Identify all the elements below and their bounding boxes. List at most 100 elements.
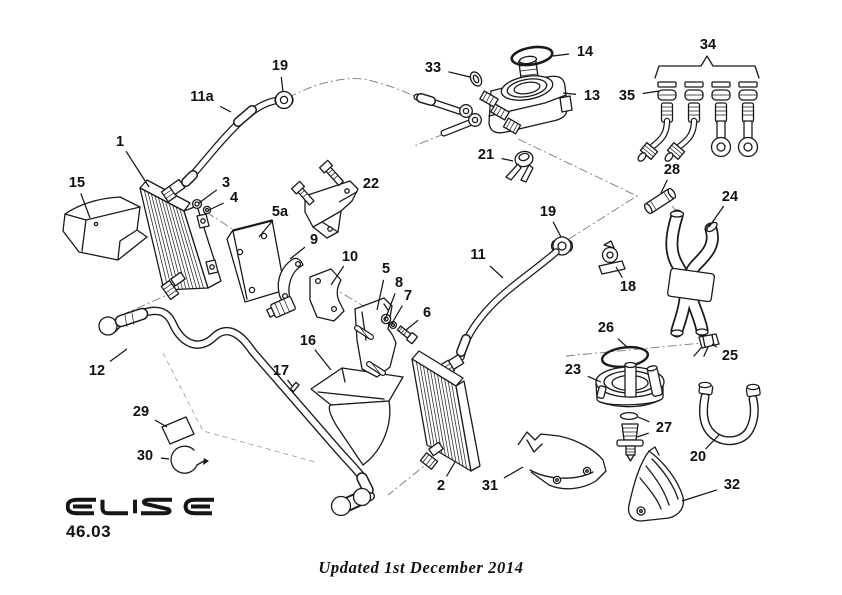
part-28-connector-tube (643, 187, 677, 215)
part-21-clip (505, 150, 534, 183)
elise-logo (66, 497, 214, 516)
part-13-filter-housing (479, 55, 573, 135)
leader-line-8 (384, 293, 396, 321)
callout-label-14: 14 (577, 44, 593, 60)
part-30-clip (170, 445, 209, 474)
leader-line-7 (390, 305, 403, 326)
callout-label-16: 16 (300, 333, 316, 349)
leader-line-5 (376, 279, 385, 311)
part-23-heat-exchanger (595, 361, 665, 408)
callout-label-11a: 11a (190, 89, 214, 105)
callout-label-10: 10 (342, 249, 358, 265)
leader-line-9 (289, 246, 306, 260)
leader-line-1 (125, 150, 150, 188)
leader-line-21 (501, 157, 514, 162)
callout-label-18: 18 (620, 279, 636, 295)
section-code: 46.03 (66, 522, 112, 541)
part-33-seal (469, 71, 483, 87)
callout-label-1: 1 (116, 134, 124, 150)
callout-label-11: 11 (470, 247, 485, 263)
footer-note: Updated 1st December 2014 (318, 558, 524, 577)
callout-label-26: 26 (598, 320, 614, 336)
leader-line-33 (448, 71, 471, 78)
part-24-y-hose (665, 209, 719, 338)
callout-label-9: 9 (310, 232, 318, 248)
part-5-bracket (354, 297, 397, 378)
part-19-grommet-left (274, 90, 294, 110)
elise-logo-text: ELISE (66, 519, 67, 520)
part-25-clip (693, 333, 720, 357)
part-16-duct (310, 367, 404, 466)
part-15-duct (62, 196, 148, 261)
leader-line-15 (80, 193, 91, 219)
callout-label-27: 27 (656, 420, 672, 436)
callout-label-8: 8 (395, 275, 403, 291)
leader-line-6 (405, 319, 419, 331)
part-4-washer (202, 205, 212, 215)
leader-line-4 (208, 202, 224, 211)
callout-label-35: 35 (619, 88, 635, 104)
callout-label-15: 15 (69, 175, 85, 191)
callout-label-31: 31 (482, 478, 498, 494)
part-3-nut (191, 198, 203, 210)
callout-label-32: 32 (724, 477, 740, 493)
braided-hose-upper (413, 93, 466, 116)
part-31-bracket (517, 431, 607, 490)
callout-label-17: 17 (273, 363, 289, 379)
leader-line-31 (503, 466, 524, 479)
part-2-oil-cooler (411, 350, 481, 472)
leader-line-26 (617, 338, 628, 348)
leader-line-25 (711, 343, 718, 348)
part-10-bracket (266, 268, 345, 322)
leader-line-28 (660, 179, 668, 194)
callout-label-25: 25 (722, 348, 738, 364)
callout-label-2: 2 (437, 478, 445, 494)
leader-line-19 (552, 221, 562, 238)
callout-label-22: 22 (363, 176, 379, 192)
callout-label-28: 28 (664, 162, 680, 178)
callout-label-23: 23 (565, 362, 581, 378)
part-12-elbow-fitting (330, 487, 372, 517)
part-20-u-hose (698, 381, 761, 446)
part-5a-bracket (226, 219, 286, 303)
callout-label-5: 5 (382, 261, 390, 277)
callout-label-34: 34 (700, 37, 716, 53)
part-11-hose (438, 248, 560, 377)
part-32-heat-shield (627, 446, 685, 522)
leader-line-10 (330, 265, 345, 286)
leader-line-35 (642, 90, 660, 95)
callout-label-6: 6 (423, 305, 431, 321)
callout-label-29: 29 (133, 404, 149, 420)
leader-line-11a (219, 105, 232, 113)
brand-block: ELISE 46.03 (66, 495, 216, 542)
part-11a-hose (181, 96, 287, 187)
leader-line-19 (280, 76, 284, 93)
leader-line-11 (489, 265, 504, 279)
leader-line-13 (562, 92, 577, 95)
leader-line-16 (314, 349, 332, 371)
leader-line-17 (287, 379, 293, 387)
leader-line-14 (552, 53, 570, 57)
leader-line-24 (708, 205, 725, 228)
leader-line-22 (338, 191, 358, 203)
callout-label-19: 19 (540, 204, 556, 220)
leader-line-12 (109, 348, 128, 362)
callout-label-4: 4 (230, 190, 238, 206)
callout-label-3: 3 (222, 175, 230, 191)
callout-label-33: 33 (425, 60, 441, 76)
part-12-hose (98, 306, 375, 517)
leader-line-5a (258, 220, 274, 238)
braided-hose-lower (440, 118, 476, 137)
construction-lines (123, 78, 703, 496)
leader-line-23 (587, 375, 602, 383)
leader-line-20 (705, 434, 720, 450)
leader-line-27 (637, 416, 650, 423)
leader-line-3 (198, 189, 218, 204)
part-27-adapter (616, 411, 644, 462)
leader-line-32 (681, 489, 717, 502)
callout-label-24: 24 (722, 189, 738, 205)
callout-label-20: 20 (690, 449, 706, 465)
